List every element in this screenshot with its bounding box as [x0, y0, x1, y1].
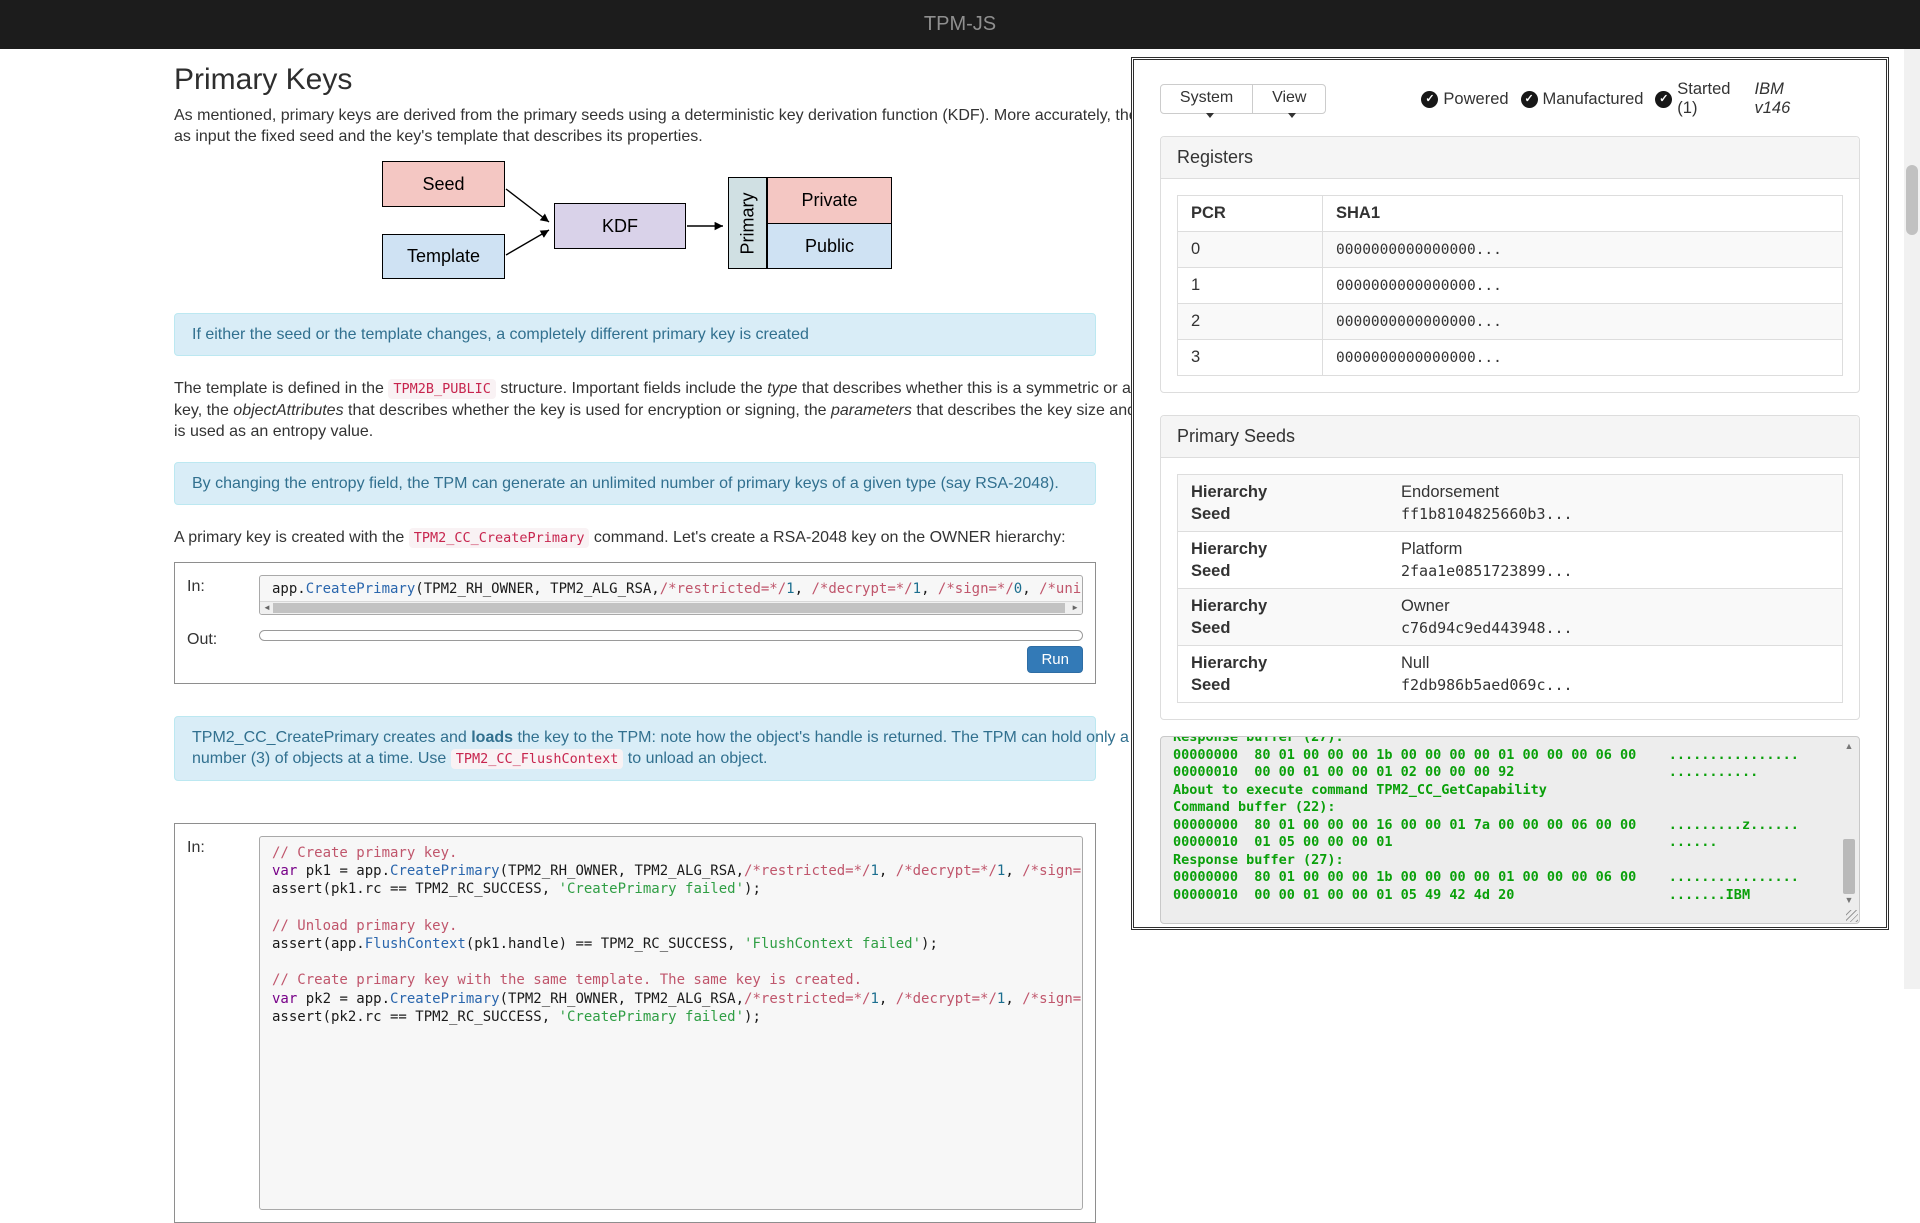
- command-input-code[interactable]: app.CreatePrimary(TPM2_RH_OWNER, TPM2_AL…: [272, 581, 1082, 597]
- alert-text: By changing the entropy field, the TPM c…: [192, 475, 1059, 492]
- check-circle-icon: [1521, 91, 1538, 108]
- intro-line: As mentioned, primary keys are derived f…: [174, 105, 1096, 126]
- diagram-private-box: Private: [767, 177, 892, 224]
- in-label: In:: [187, 836, 259, 1210]
- status-powered: Powered: [1421, 90, 1508, 109]
- in-label: In:: [187, 575, 259, 615]
- info-alert-flush: TPM2_CC_CreatePrimary creates and loads …: [174, 716, 1096, 781]
- tpm-status-group: Powered Manufactured Started (1): [1421, 80, 1754, 118]
- system-menu-button[interactable]: System: [1160, 84, 1253, 114]
- sha1-column-header: SHA1: [1323, 196, 1843, 232]
- page-scrollbar[interactable]: [1904, 49, 1920, 989]
- check-circle-icon: [1655, 91, 1672, 108]
- app-title: TPM-JS: [0, 0, 1920, 49]
- horizontal-scrollbar[interactable]: ◄ ►: [260, 601, 1082, 614]
- out-label: Out:: [187, 628, 259, 649]
- command-output-field: [259, 630, 1083, 641]
- article-column: Primary Keys As mentioned, primary keys …: [174, 49, 1096, 1223]
- tpm-simulator-panel: System View Powered Manufactured Started…: [1131, 57, 1889, 930]
- diagram-public-box: Public: [767, 223, 892, 269]
- log-console-text[interactable]: Response buffer (27):00000000 80 01 00 0…: [1161, 736, 1859, 904]
- page-scrollbar-thumb[interactable]: [1906, 165, 1918, 235]
- alert-line: TPM2_CC_CreatePrimary creates and loads …: [192, 727, 1078, 748]
- page-title: Primary Keys: [174, 63, 1096, 97]
- intro-paragraph: As mentioned, primary keys are derived f…: [174, 105, 1096, 147]
- paragraph-line: The template is defined in the TPM2B_PUB…: [174, 378, 1096, 400]
- command-run-box: In: app.CreatePrimary(TPM2_RH_OWNER, TPM…: [174, 562, 1096, 684]
- diagram-template-box: Template: [382, 234, 505, 279]
- paragraph-line: is used as an entropy value.: [174, 421, 1096, 442]
- console-scrollbar-thumb[interactable]: [1843, 839, 1855, 894]
- intro-line: as input the fixed seed and the key's te…: [174, 126, 1096, 147]
- inline-code-chip: TPM2_CC_CreatePrimary: [409, 528, 590, 548]
- command-input-editor[interactable]: app.CreatePrimary(TPM2_RH_OWNER, TPM2_AL…: [259, 575, 1083, 615]
- diagram-seed-box: Seed: [382, 161, 505, 207]
- info-alert-seed: If either the seed or the template chang…: [174, 313, 1096, 356]
- scroll-up-icon[interactable]: ▲: [1841, 741, 1857, 751]
- script-box: In: // Create primary key.var pk1 = app.…: [174, 823, 1096, 1223]
- horizontal-scrollbar-thumb[interactable]: [273, 603, 1065, 613]
- scroll-left-icon[interactable]: ◄: [263, 602, 271, 614]
- tpm-version: IBM v146: [1754, 80, 1824, 118]
- inline-code-chip: TPM2B_PUBLIC: [388, 379, 496, 399]
- primary-seeds-panel-title: Primary Seeds: [1161, 416, 1859, 458]
- check-circle-icon: [1421, 91, 1438, 108]
- view-menu-button[interactable]: View: [1252, 84, 1326, 114]
- create-paragraph: A primary key is created with the TPM2_C…: [174, 527, 1096, 549]
- console-scrollbar[interactable]: ▲ ▼: [1841, 739, 1857, 921]
- kdf-diagram: Seed Template KDF Primary Private Public: [174, 161, 1096, 289]
- diagram-primary-box: Primary: [728, 177, 767, 269]
- diagram-kdf-box: KDF: [554, 203, 686, 249]
- pcr-column-header: PCR: [1178, 196, 1323, 232]
- alert-text: If either the seed or the template chang…: [192, 326, 809, 343]
- caret-down-icon: [1206, 113, 1214, 118]
- top-navbar: TPM-JS: [0, 0, 1920, 49]
- registers-panel-title: Registers: [1161, 137, 1859, 179]
- scroll-down-icon[interactable]: ▼: [1841, 895, 1857, 905]
- template-paragraph: The template is defined in the TPM2B_PUB…: [174, 378, 1096, 442]
- alert-line: number (3) of objects at a time. Use TPM…: [192, 748, 1078, 770]
- tpm-controls-row: System View Powered Manufactured Started…: [1160, 84, 1860, 114]
- run-button[interactable]: Run: [1027, 646, 1083, 673]
- scroll-right-icon[interactable]: ►: [1071, 602, 1079, 614]
- script-editor[interactable]: // Create primary key.var pk1 = app.Crea…: [259, 836, 1083, 1210]
- caret-down-icon: [1288, 113, 1296, 118]
- resize-grip-icon[interactable]: [1846, 910, 1858, 922]
- info-alert-entropy: By changing the entropy field, the TPM c…: [174, 462, 1096, 505]
- status-manufactured: Manufactured: [1521, 90, 1644, 109]
- inline-code-chip: TPM2_CC_FlushContext: [451, 749, 624, 769]
- diagram-primary-label: Primary: [737, 192, 758, 254]
- log-console[interactable]: Response buffer (27):00000000 80 01 00 0…: [1160, 736, 1860, 924]
- paragraph-line: key, the objectAttributes that describes…: [174, 400, 1096, 421]
- status-started: Started (1): [1655, 80, 1754, 118]
- table-header-row: PCR SHA1: [1178, 196, 1843, 232]
